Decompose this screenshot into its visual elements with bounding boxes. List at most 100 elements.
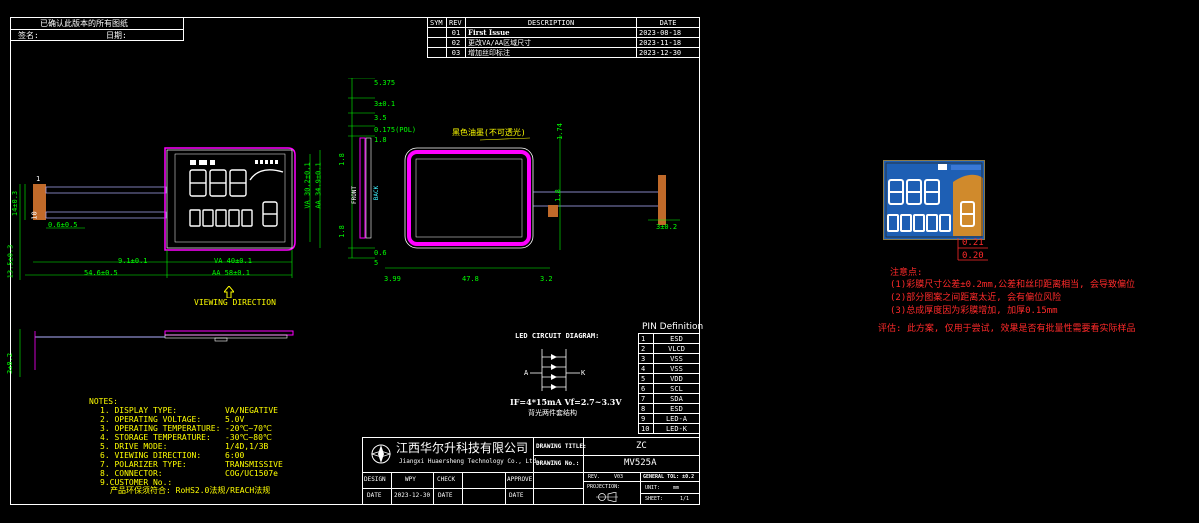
- drawing-title-label: DRAWING TITLE:: [536, 443, 587, 450]
- env-compliance: 产品环保须符合: RoHS2.0法规/REACH法规: [110, 486, 271, 495]
- led-circuit-title: LED CIRCUIT DIAGRAM:: [515, 332, 600, 340]
- table-row: 03 增加丝印标注 2023-12-30: [427, 47, 700, 58]
- rev-value: V03: [614, 474, 624, 480]
- drawing-number: MV525A: [624, 458, 657, 468]
- notice-item-1: (1)彩膜尺寸公差±0.2mm,公差和丝印距离相当, 会导致偏位: [890, 280, 1136, 290]
- viewing-direction-label: VIEWING DIRECTION: [194, 298, 276, 307]
- lcd-side-view: [19, 329, 294, 377]
- dim-aa-height: AA 34.9±0.1: [314, 162, 323, 209]
- dim-bl-top: 1.74: [555, 123, 564, 140]
- dim-aa-width: AA 58±0.1: [212, 269, 250, 277]
- dim-bl-flex: 1.8: [553, 189, 562, 202]
- dim-bl-right: 3.2: [540, 275, 553, 283]
- company-logo: [370, 444, 392, 464]
- backlight-view: [385, 135, 680, 269]
- dim-bl-left: 3.99: [384, 275, 401, 283]
- pin-table-title: PIN Definition: [642, 322, 704, 332]
- dim-flex-width: 14±0.3: [11, 190, 20, 217]
- approve-label: APPROVE: [507, 476, 533, 483]
- unit-value: mm: [673, 485, 680, 491]
- dim-va-height: VA 30.2±0.1: [303, 162, 312, 209]
- dim-film-tolerance-a: 0.21: [962, 238, 984, 248]
- dim-side-pin: 0.6: [374, 249, 387, 257]
- dim-polarizer: 0.175(POL): [374, 126, 417, 134]
- table-row: 02 更改VA/AA区域尺寸 2023-11-18: [427, 37, 700, 48]
- dim-total-thickness: 5.375: [374, 79, 396, 87]
- rev-header-sym: SYM: [427, 17, 447, 28]
- notice-item-3: (3)总成厚度因为彩膜增加, 加厚0.15mm: [890, 306, 1058, 316]
- dim-bl-width: 47.8: [462, 275, 479, 283]
- dim-thickness-b: 3.5: [374, 114, 387, 122]
- black-ink-label: 黑色油墨(不可透光): [452, 128, 526, 137]
- notice-item-2: (2)部分图案之间距离太近, 会有偏位风险: [890, 293, 1062, 303]
- company-name-cn: 江西华尔升科技有限公司: [396, 441, 529, 455]
- dim-left-offset: 9.1±0.1: [118, 257, 148, 265]
- dim-bl-pin: 3±0.2: [656, 223, 678, 231]
- notice-title: 注意点:: [890, 268, 923, 278]
- pin10-marker: 10: [30, 211, 39, 220]
- rev-header-date: DATE: [636, 17, 700, 28]
- dim-va-width: VA 40±0.1: [214, 257, 252, 265]
- dim-overall-width: 54.6±0.5: [84, 269, 118, 277]
- led-circuit-diagram: [530, 349, 580, 391]
- lcd-front-view: [19, 147, 321, 280]
- projection-symbol-icon: [596, 492, 618, 502]
- viewing-direction-arrow-icon: [224, 286, 234, 298]
- dim-side-end: 5: [374, 259, 379, 267]
- dim-side-thickness: 3±0.2: [6, 352, 15, 375]
- design-label: DESIGN: [364, 476, 386, 483]
- dim-film-tolerance-b: 0.20: [962, 251, 984, 261]
- drawing-date: 2023-12-30: [394, 492, 431, 499]
- unit-label: UNIT:: [645, 485, 661, 491]
- dim-side-top: 1.8: [337, 153, 346, 166]
- title-block: [362, 437, 700, 505]
- check-date-label: DATE: [438, 492, 453, 499]
- drawing-title: ZC: [636, 441, 647, 451]
- approval-confirm-text: 已确认此版本的所有图纸: [40, 19, 128, 28]
- approval-date-label: 日期:: [106, 31, 127, 40]
- projection-label: PROJECTION:: [587, 484, 621, 490]
- rev-label: REV.: [588, 474, 601, 480]
- dim-glass: 1.8: [374, 136, 387, 144]
- color-film-preview: [883, 160, 985, 240]
- drawing-no-label: DRAWING No.:: [536, 460, 580, 467]
- general-tolerance: GENERAL TOL: ±0.2: [643, 474, 695, 480]
- notice-evaluation: 评估: 此方案, 仅用于尝试, 效果是否有批量性需要看实际样品: [878, 324, 1136, 334]
- dim-side-bot: 1.8: [337, 225, 346, 238]
- dim-flex-offset: 0.6±0.5: [48, 221, 78, 229]
- drawing-frame: [10, 17, 700, 505]
- check-label: CHECK: [437, 476, 456, 483]
- sheet-label: SHEET:: [645, 496, 664, 502]
- design-by: WPY: [405, 476, 416, 483]
- front-label: FRONT: [351, 185, 359, 205]
- date-label: DATE: [367, 492, 382, 499]
- table-row: 01 First Issue 2023-08-18: [427, 27, 700, 38]
- led-cathode-label: K: [581, 369, 586, 377]
- sheet-value: 1/1: [680, 496, 690, 502]
- led-spec: IF=4*15mA Vf=2.7~3.3V: [510, 397, 622, 407]
- led-anode-label: A: [524, 369, 529, 377]
- film-dim-lines: [957, 238, 988, 261]
- pin1-marker: 1: [36, 175, 41, 183]
- revision-table: SYM REV DESCRIPTION DATE 01 First Issue …: [427, 17, 700, 58]
- backlight-structure: 背光两件套结构: [528, 409, 577, 417]
- rev-header-rev: REV: [446, 17, 466, 28]
- rev-header-desc: DESCRIPTION: [465, 17, 637, 28]
- company-name-en: Jiangxi Huaersheng Technology Co., Ltd.: [399, 458, 540, 465]
- approval-sign-label: 签名:: [18, 31, 39, 40]
- dim-total-height: 13.5±0.3: [6, 244, 15, 279]
- notes-title: NOTES:: [89, 397, 118, 406]
- dim-thickness-a: 3±0.1: [374, 100, 396, 108]
- lcd-thickness-view: [348, 78, 375, 259]
